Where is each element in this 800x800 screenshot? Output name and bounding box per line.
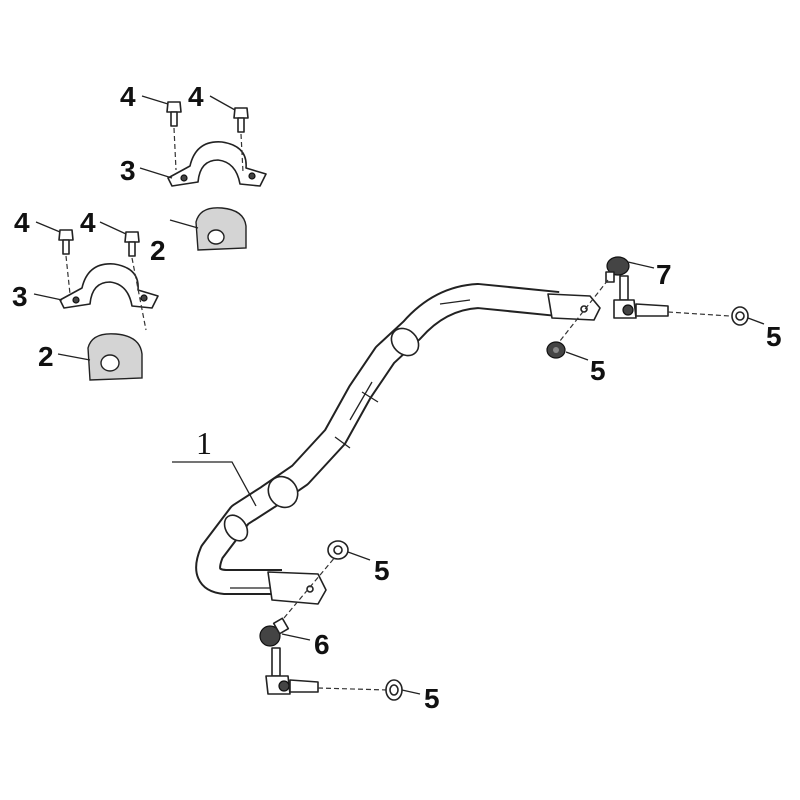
callout-link-right: 7 [656,259,672,290]
bolt-c [58,229,74,295]
stabilizer-bar [195,283,601,605]
link-left [259,555,389,695]
nut-left-upper [327,540,349,560]
callout-bolt-d: 4 [80,207,96,238]
callout-clamp-lower: 3 [12,281,28,312]
bolt-b [233,107,249,173]
callout-bolt-a: 4 [120,81,136,112]
callout-nut-left-upper: 5 [374,555,390,586]
bushing-upper [195,207,247,251]
callout-labels: 1 2 2 3 3 4 4 4 4 5 5 5 5 6 7 [12,81,782,714]
callout-nut-right-lower: 5 [590,355,606,386]
nut-left-lower [385,679,403,701]
bushing-lower [87,333,143,381]
clamp-lower [59,263,159,309]
bolt-d [124,231,147,331]
callout-link-left: 6 [314,629,330,660]
callout-bushing-upper: 2 [150,235,166,266]
nut-right-upper [731,306,749,326]
callout-clamp-upper: 3 [120,155,136,186]
callout-bolt-c: 4 [14,207,30,238]
bolt-a [166,101,182,171]
callout-bushing-lower: 2 [38,341,54,372]
clamp-upper [167,141,267,187]
callout-nut-left-lower: 5 [424,683,440,714]
callout-bolt-b: 4 [188,81,204,112]
callout-bar: 1 [196,425,212,461]
link-right [555,256,731,347]
callout-nut-right-upper: 5 [766,321,782,352]
leader-lines [33,95,765,695]
nut-right-lower [546,341,566,359]
